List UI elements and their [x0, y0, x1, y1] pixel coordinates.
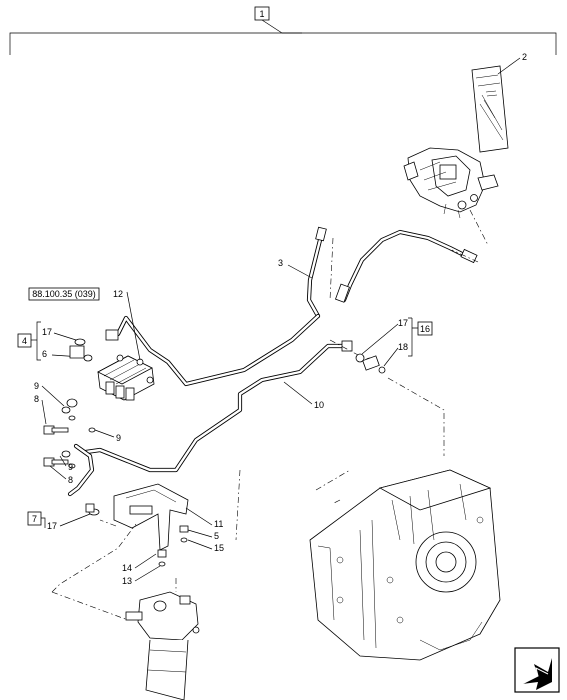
callout-8-b: 8	[68, 475, 73, 485]
callout-9-b: 9	[116, 433, 121, 443]
pipe-12	[105, 313, 321, 387]
callout-14: 14	[122, 563, 132, 573]
support-bracket	[113, 483, 189, 551]
callout-13: 13	[122, 576, 132, 586]
assembly-bracket	[9, 19, 557, 55]
callout-18: 18	[398, 342, 408, 352]
callout-9-a: 9	[34, 381, 39, 391]
fittings-16	[355, 353, 386, 374]
callout-17-b: 17	[398, 318, 408, 328]
callout-8-a: 8	[34, 394, 39, 404]
svg-text:16: 16	[420, 324, 430, 334]
elbow-fitting-6	[69, 338, 93, 362]
fitting-7	[85, 503, 100, 516]
svg-text:88.100.35 (039): 88.100.35 (039)	[32, 289, 96, 299]
pipe-10	[83, 340, 353, 473]
callout-3: 3	[278, 258, 283, 268]
hydraulic-filter	[125, 591, 200, 700]
rear-valve-assembly	[403, 147, 499, 219]
callout-9-c: 9	[68, 462, 73, 472]
callout-2: 2	[522, 52, 527, 62]
callout-10: 10	[314, 400, 324, 410]
nut-14	[157, 549, 167, 567]
svg-text:4: 4	[22, 336, 27, 346]
callout-17-a: 17	[42, 327, 52, 337]
callout-12: 12	[113, 289, 123, 299]
fittings-left	[43, 398, 96, 497]
pipe-3	[306, 226, 327, 319]
svg-text:7: 7	[32, 514, 37, 524]
callout-1: 1	[254, 6, 270, 21]
bolt-5	[179, 525, 189, 543]
next-page-arrow-icon[interactable]	[514, 647, 560, 693]
svg-text:1: 1	[259, 9, 264, 19]
callout-5: 5	[214, 531, 219, 541]
callout-16: 16	[408, 317, 433, 357]
reference-box: 88.100.35 (039)	[28, 287, 100, 301]
transmission-housing	[309, 469, 501, 661]
callout-15: 15	[214, 543, 224, 553]
callout-17-c: 17	[47, 521, 57, 531]
callout-11: 11	[214, 519, 223, 529]
control-valve-block	[97, 354, 155, 401]
hose-to-valve	[334, 229, 478, 303]
callout-6: 6	[42, 349, 47, 359]
callout-4: 4	[17, 321, 41, 361]
callout-7: 7	[27, 511, 46, 528]
instruction-manual	[471, 65, 509, 153]
